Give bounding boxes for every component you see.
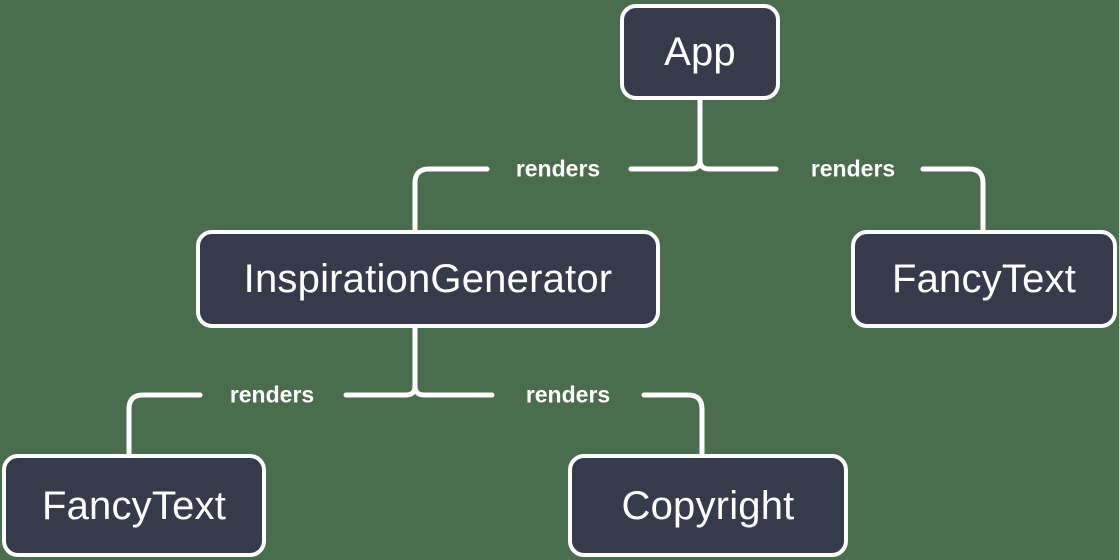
node-fancy-text-left[interactable]: FancyText	[2, 454, 266, 557]
edge-app-fancyright-line	[920, 166, 986, 233]
node-fancy-text-right[interactable]: FancyText	[851, 230, 1117, 328]
edge-app-inspgen-line	[412, 166, 490, 233]
node-app[interactable]: App	[620, 4, 780, 100]
edge-label-inspiration-generator-fancy-text-left: renders	[229, 381, 315, 408]
edge-inspgen-junction-left	[343, 383, 418, 398]
edge-app-junction-left	[628, 157, 703, 172]
edge-app-junction-right	[697, 157, 779, 172]
node-fancy-text-left-label: FancyText	[41, 483, 227, 528]
node-copyright[interactable]: Copyright	[568, 454, 848, 557]
edge-label-app-fancy-text-right: renders	[810, 155, 896, 182]
node-inspiration-generator[interactable]: InspirationGenerator	[196, 230, 660, 328]
edge-label-app-inspiration-generator: renders	[515, 155, 601, 182]
node-inspiration-generator-label: InspirationGenerator	[243, 257, 613, 301]
edge-label-inspiration-generator-copyright: renders	[525, 381, 611, 408]
edge-inspgen-copyright-line	[641, 392, 705, 457]
edge-inspgen-fancyleft-line	[126, 392, 203, 457]
node-copyright-label: Copyright	[621, 483, 795, 528]
node-app-label: App	[664, 30, 736, 74]
edge-inspgen-junction-right	[412, 383, 495, 398]
node-fancy-text-right-label: FancyText	[891, 257, 1077, 301]
